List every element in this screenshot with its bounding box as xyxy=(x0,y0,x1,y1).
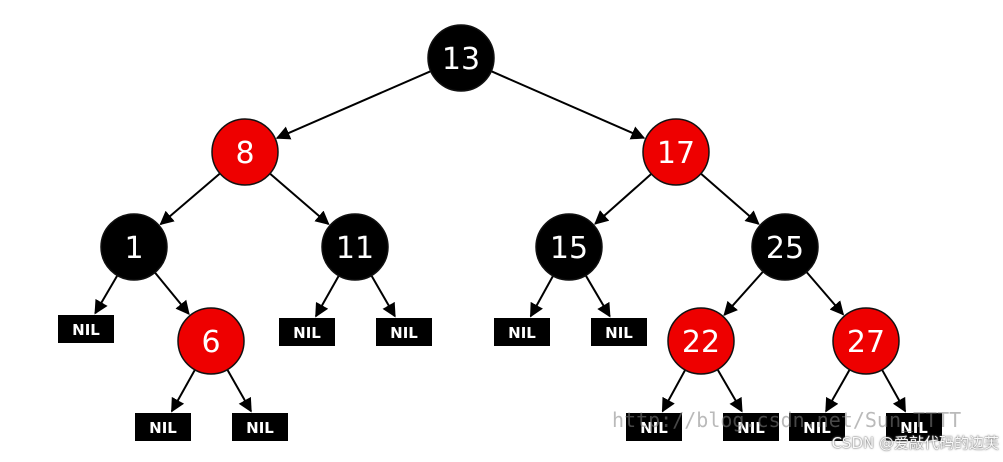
node-label: 8 xyxy=(235,136,254,171)
edge-n27-nil10 xyxy=(825,369,851,413)
edge-n11-nil5 xyxy=(370,275,396,318)
edge-n1-nil1 xyxy=(94,274,119,315)
tree-node-6: 6 xyxy=(177,307,245,375)
node-circle-red xyxy=(832,307,900,375)
nil-label: NIL xyxy=(737,419,765,437)
edge-n27-nil11 xyxy=(881,369,907,413)
nil-leaf: NIL xyxy=(591,318,647,346)
tree-node-15: 15 xyxy=(535,213,603,281)
node-circle-red xyxy=(177,307,245,375)
node-label: 1 xyxy=(124,231,143,266)
nil-label: NIL xyxy=(900,419,928,437)
node-label: 17 xyxy=(657,136,695,171)
edge-n6-nil3 xyxy=(226,369,252,413)
tree-node-22: 22 xyxy=(667,307,735,375)
nil-label: NIL xyxy=(246,419,274,437)
tree-node-27: 27 xyxy=(832,307,900,375)
node-label: 11 xyxy=(336,231,374,266)
node-circle-red xyxy=(642,118,710,186)
nil-leaf: NIL xyxy=(494,318,550,346)
nil-leaf: NIL xyxy=(279,318,335,346)
nil-label: NIL xyxy=(149,419,177,437)
nil-label: NIL xyxy=(390,324,418,342)
tree-node-25: 25 xyxy=(751,213,819,281)
edge-n22-nil9 xyxy=(716,369,743,413)
nil-box xyxy=(232,413,288,441)
nil-box xyxy=(376,318,432,346)
edge-n1-n6 xyxy=(154,271,190,316)
nil-label: NIL xyxy=(72,321,100,339)
nil-leaf: NIL xyxy=(626,413,682,441)
tree-node-17: 17 xyxy=(642,118,710,186)
nil-leaf: NIL xyxy=(376,318,432,346)
nil-label: NIL xyxy=(605,324,633,342)
watermark-csdn: CSDN @爱敲代码的边芙 xyxy=(831,434,999,452)
node-label: 13 xyxy=(442,42,480,77)
edge-n13-n8 xyxy=(275,70,432,140)
nil-label: NIL xyxy=(508,324,536,342)
node-label: 27 xyxy=(847,325,885,360)
tree-node-1: 1 xyxy=(100,213,168,281)
nil-label: NIL xyxy=(803,419,831,437)
edge-n8-n11 xyxy=(269,172,330,226)
node-circle-red xyxy=(211,118,279,186)
tree-node-11: 11 xyxy=(321,213,389,281)
edge-n15-nil7 xyxy=(584,274,611,318)
edge-n13-n17 xyxy=(490,70,646,140)
edges-layer xyxy=(94,70,907,413)
edge-n17-n25 xyxy=(700,172,760,225)
nil-box xyxy=(591,318,647,346)
tree-node-8: 8 xyxy=(211,118,279,186)
node-label: 25 xyxy=(766,231,804,266)
tree-node-13: 13 xyxy=(427,24,495,92)
nil-label: NIL xyxy=(293,324,321,342)
node-circle-black xyxy=(321,213,389,281)
watermark-url: http://blog.csdn.net/Sun_TTTT xyxy=(612,408,962,432)
node-circle-black xyxy=(427,24,495,92)
nil-leaf: NIL xyxy=(58,315,114,343)
edge-n25-n22 xyxy=(723,270,764,316)
node-circle-black xyxy=(100,213,168,281)
node-circle-black xyxy=(751,213,819,281)
nil-label: NIL xyxy=(640,419,668,437)
nil-box xyxy=(135,413,191,441)
node-circle-red xyxy=(667,307,735,375)
nil-leaf: NIL xyxy=(723,413,779,441)
edge-n25-n27 xyxy=(805,271,845,316)
edge-n15-nil6 xyxy=(529,275,554,318)
edge-n22-nil8 xyxy=(661,369,687,413)
nil-box xyxy=(723,413,779,441)
nil-box xyxy=(494,318,550,346)
edge-n17-n15 xyxy=(594,173,652,225)
nil-leaf: NIL xyxy=(789,413,845,441)
node-label: 6 xyxy=(201,325,220,360)
edge-n6-nil2 xyxy=(170,369,196,413)
nil-box xyxy=(789,413,845,441)
nil-box xyxy=(58,315,114,343)
nil-box xyxy=(626,413,682,441)
edge-n11-nil4 xyxy=(315,275,340,318)
node-label: 15 xyxy=(550,231,588,266)
edge-n8-n1 xyxy=(159,172,221,226)
nil-box xyxy=(886,413,942,441)
nil-leaf: NIL xyxy=(886,413,942,441)
nil-box xyxy=(279,318,335,346)
nil-leaf: NIL xyxy=(232,413,288,441)
node-circle-black xyxy=(535,213,603,281)
node-label: 22 xyxy=(682,325,720,360)
nil-leaf: NIL xyxy=(135,413,191,441)
